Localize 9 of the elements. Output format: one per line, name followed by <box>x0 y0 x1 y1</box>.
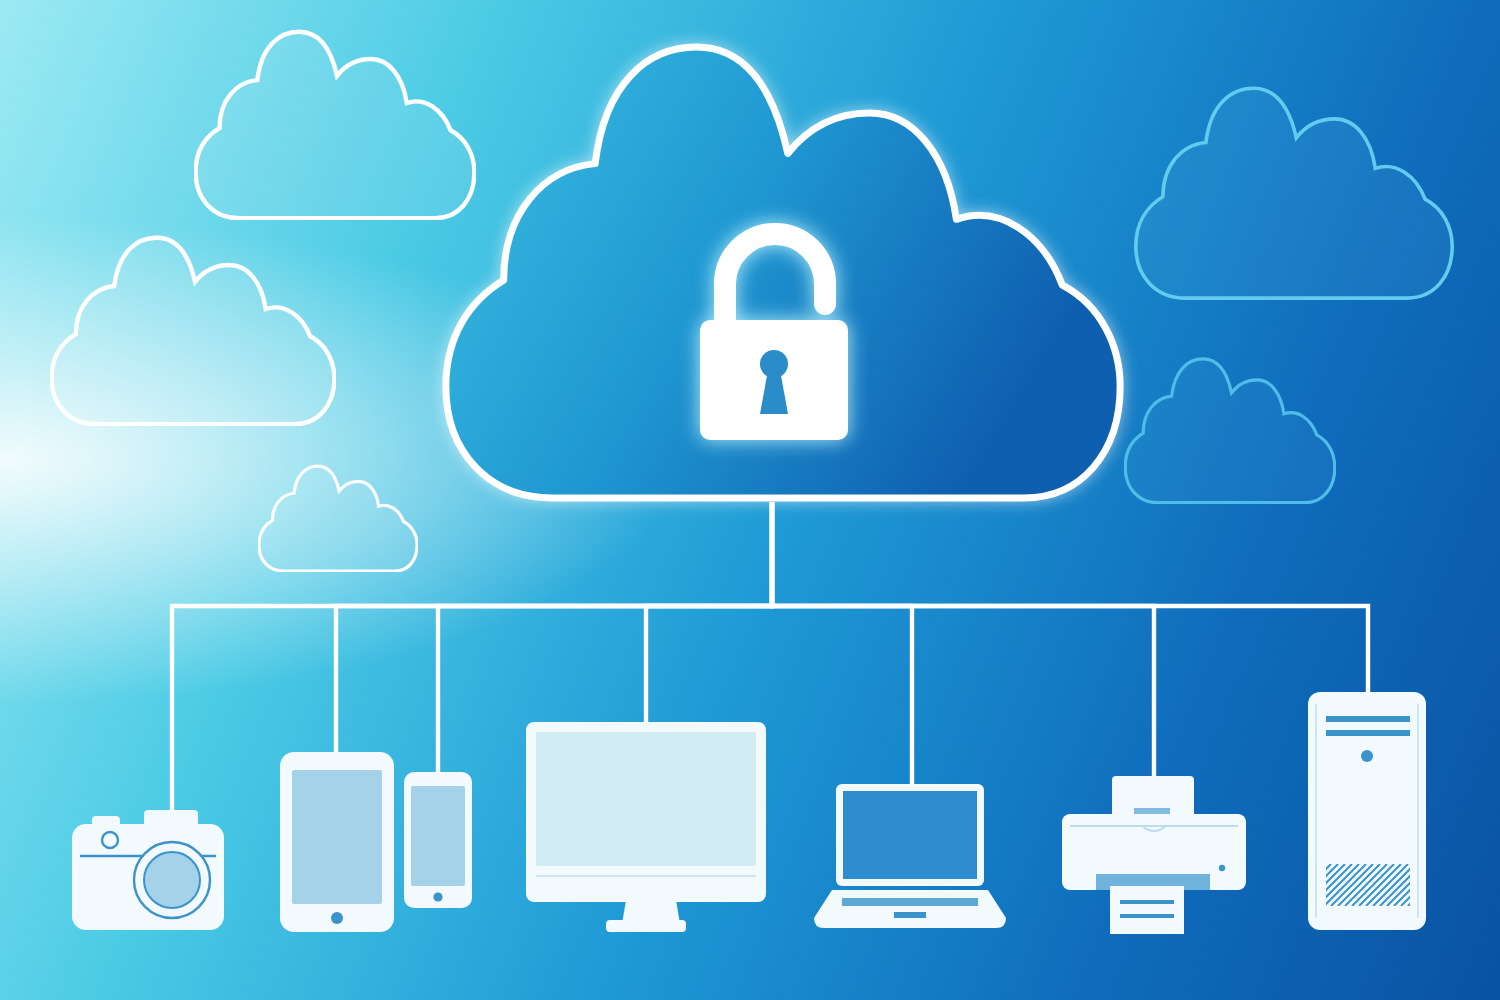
desktop-monitor-icon <box>526 722 766 932</box>
cloud-shape <box>442 38 1124 502</box>
printer-icon <box>1062 776 1246 934</box>
smartphone-icon <box>404 772 472 908</box>
camera-icon <box>72 810 224 930</box>
server-tower-icon <box>1308 692 1426 930</box>
tablet-icon <box>280 752 394 932</box>
laptop-icon <box>814 784 1006 928</box>
connector-line <box>769 502 1371 692</box>
